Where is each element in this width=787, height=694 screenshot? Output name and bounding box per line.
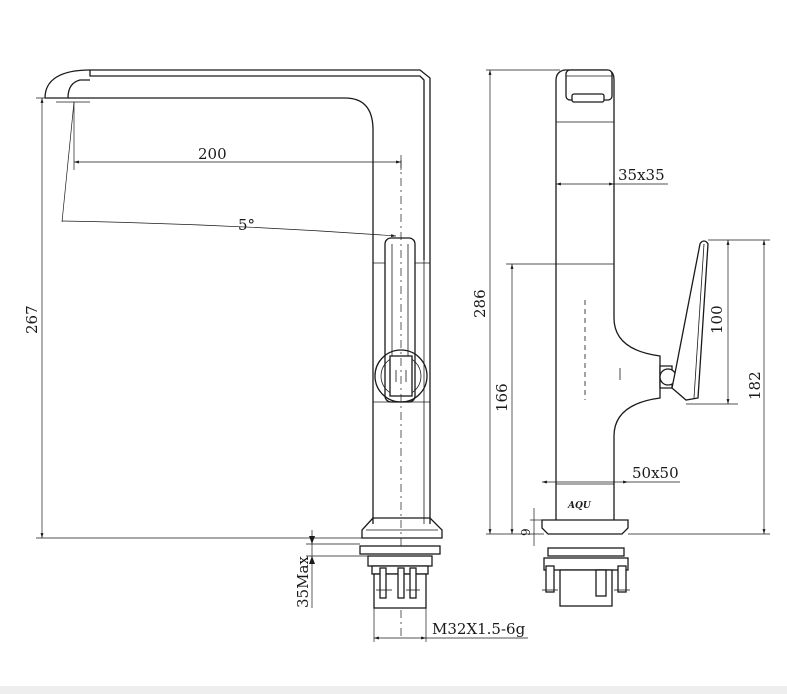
counter-arrow-top (309, 536, 315, 544)
reach-label: 200 (198, 145, 227, 163)
lever-top-label: 182 (746, 371, 764, 400)
spout-outline (44, 69, 431, 524)
angle-ext (61, 101, 75, 223)
front-view (44, 69, 443, 640)
front-stud (409, 567, 417, 599)
angle-label: 5° (238, 216, 255, 234)
side-bracket (543, 557, 629, 571)
side-bolt-right (617, 565, 627, 593)
base-section-label: 50x50 (632, 464, 679, 482)
body-section-label: 35x35 (618, 166, 665, 184)
side-lever-edge (693, 243, 705, 399)
front-washer (359, 545, 441, 555)
spout-lower-edge (68, 97, 374, 524)
side-dimensions: 286 35x35 166 50x50 9 100 182 (471, 69, 770, 546)
lever-length-label: 100 (708, 305, 726, 334)
height-front-label: 267 (23, 305, 41, 334)
angle-arc (61, 220, 397, 238)
footer-bar (0, 686, 787, 694)
spout-tip (45, 79, 90, 99)
counter-arrow-bottom (309, 556, 315, 564)
side-hose (595, 569, 607, 597)
side-washer (547, 547, 625, 557)
front-hose-right (397, 567, 405, 599)
front-dimensions: 200 5° 267 35Max M32X1.5-6g (23, 97, 528, 642)
side-base (541, 519, 629, 535)
brand-mark: AQU (567, 501, 592, 511)
thread-label: M32X1.5-6g (432, 620, 526, 638)
front-base (361, 517, 443, 539)
height-total-label: 286 (471, 289, 489, 318)
spout-inner-top (89, 70, 425, 260)
side-outlet-aerator (571, 93, 605, 103)
base-height-label: 9 (519, 528, 533, 536)
front-hose-left (379, 567, 387, 599)
front-nut (367, 555, 433, 567)
side-view: AQU (541, 69, 709, 607)
side-lever-handle (671, 240, 709, 401)
side-bolt-left (545, 565, 555, 593)
counter-label: 35Max (294, 556, 312, 608)
lever-axis-label: 166 (493, 383, 511, 412)
